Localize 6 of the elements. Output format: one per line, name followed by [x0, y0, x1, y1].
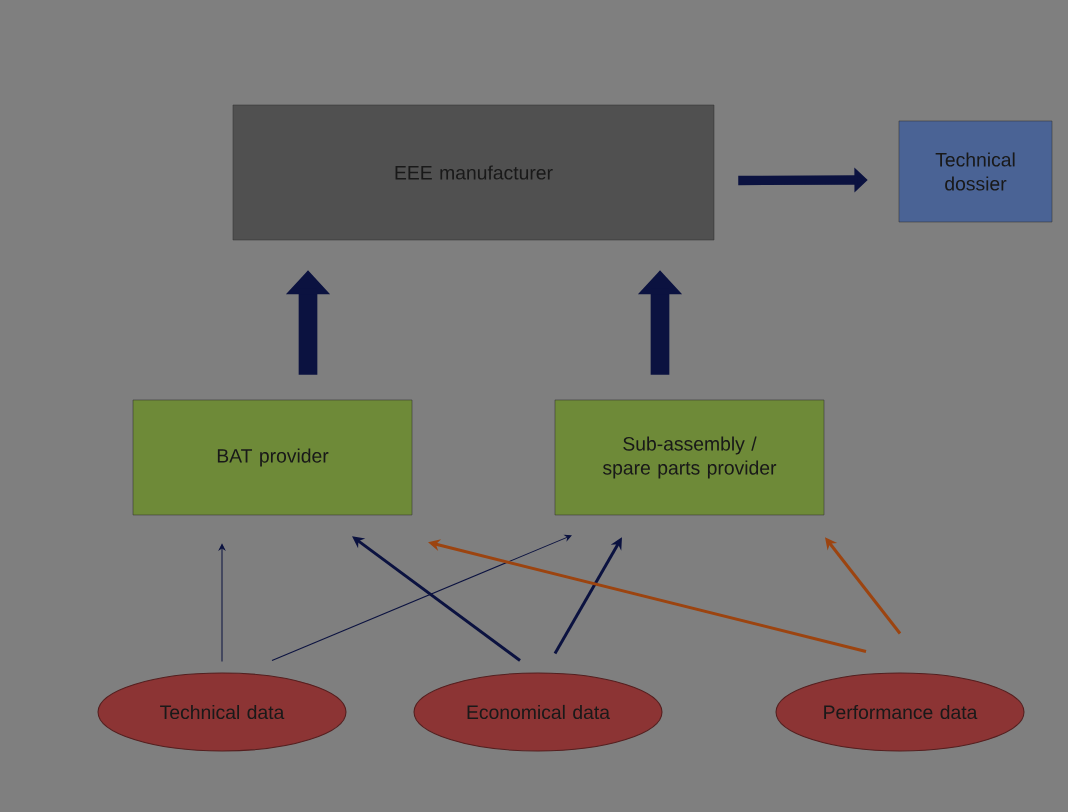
process-box: Technical dossier — [898, 120, 1053, 223]
process-box: Sub-assembly / spare parts provider — [554, 399, 825, 516]
process-box: BAT provider — [132, 399, 413, 516]
arrow — [271, 534, 572, 661]
arrow — [352, 536, 521, 662]
arrow — [218, 543, 226, 662]
